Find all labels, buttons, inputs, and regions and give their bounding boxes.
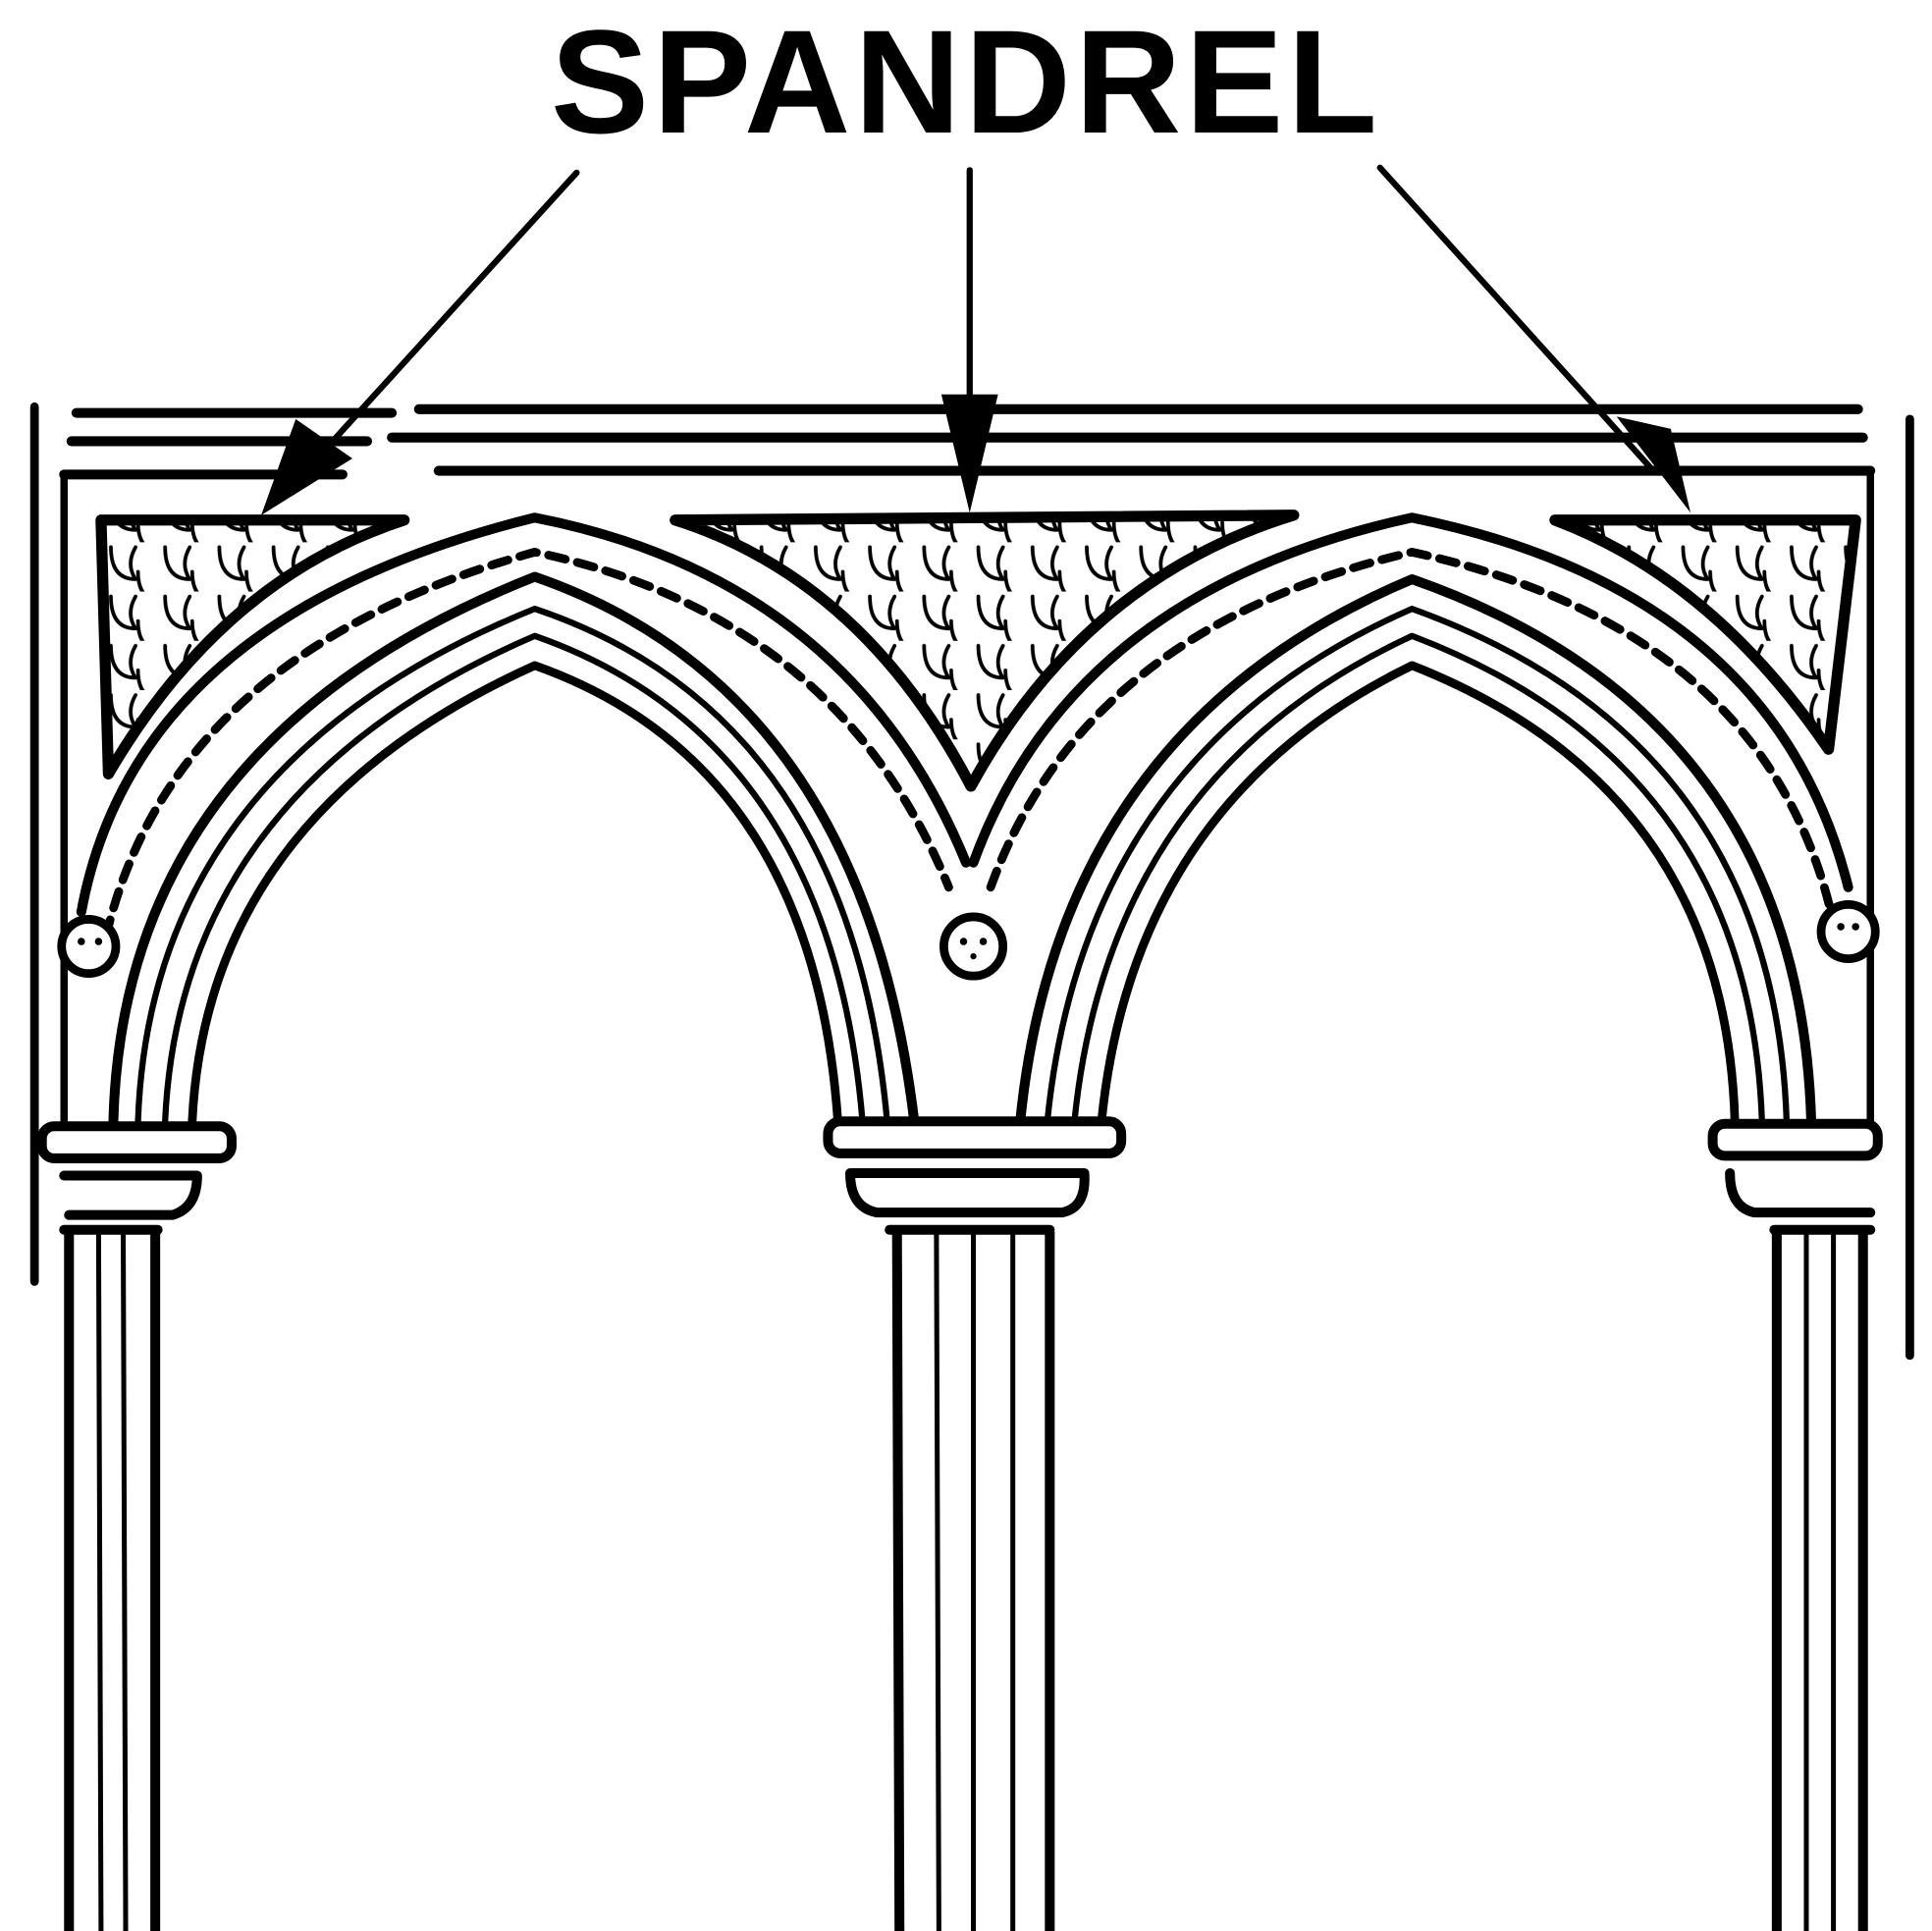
entablature [59,403,1876,480]
column-left [64,1227,161,1931]
spandrel-right [1549,514,1861,755]
spandrel-left [95,514,410,779]
carved-head-right [1816,899,1880,963]
spandrel-title: SPANDREL [551,0,1381,164]
capital-right [1707,1118,1883,1235]
capital-left [36,1121,237,1235]
arrow-right [1376,164,1690,513]
arrow-left [261,169,580,515]
arrow-center [940,167,998,513]
capital-center [823,1116,1127,1235]
column-center [891,1227,1055,1931]
column-right [1771,1227,1868,1931]
carved-head-center [939,912,1008,981]
spandrel-center [670,510,1300,792]
arch-left [76,512,972,1127]
arch-right [968,512,1853,1127]
carved-head-left [57,915,121,979]
frame [29,402,1914,1361]
